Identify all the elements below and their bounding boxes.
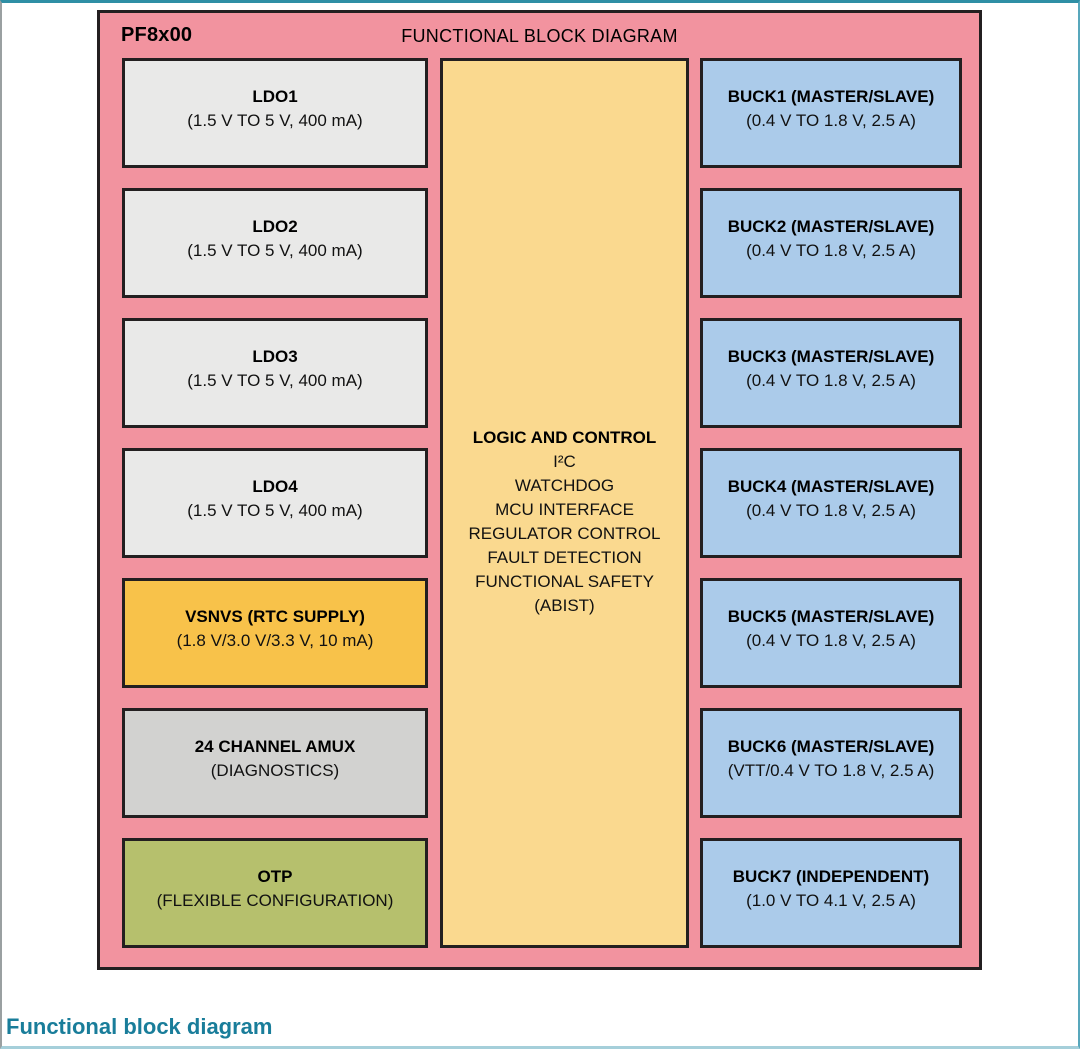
block-title: BUCK3 (MASTER/SLAVE) (727, 347, 935, 366)
block-subtitle: (0.4 V TO 1.8 V, 2.5 A) (746, 241, 916, 260)
block-subtitle: (VTT/0.4 V TO 1.8 V, 2.5 A) (727, 761, 935, 780)
logic-line: FAULT DETECTION (487, 548, 642, 567)
block-amux: 24 CHANNEL AMUX (DIAGNOSTICS) (122, 708, 428, 818)
right-column: BUCK1 (MASTER/SLAVE) (0.4 V TO 1.8 V, 2.… (700, 58, 962, 968)
block-buck1: BUCK1 (MASTER/SLAVE) (0.4 V TO 1.8 V, 2.… (700, 58, 962, 168)
block-subtitle: (1.5 V TO 5 V, 400 mA) (187, 241, 363, 260)
block-ldo4: LDO4 (1.5 V TO 5 V, 400 mA) (122, 448, 428, 558)
logic-line: FUNCTIONAL SAFETY (475, 572, 654, 591)
block-title: LDO2 (252, 217, 298, 236)
block-title: BUCK6 (MASTER/SLAVE) (727, 737, 935, 756)
block-logic-and-control: LOGIC AND CONTROL I²C WATCHDOG MCU INTER… (440, 58, 689, 948)
block-buck3: BUCK3 (MASTER/SLAVE) (0.4 V TO 1.8 V, 2.… (700, 318, 962, 428)
block-subtitle: (0.4 V TO 1.8 V, 2.5 A) (746, 631, 916, 650)
block-subtitle: (1.5 V TO 5 V, 400 mA) (187, 501, 363, 520)
logic-line: WATCHDOG (514, 476, 615, 495)
block-subtitle: (DIAGNOSTICS) (210, 761, 340, 780)
block-title: 24 CHANNEL AMUX (194, 737, 356, 756)
block-subtitle: (1.5 V TO 5 V, 400 mA) (187, 371, 363, 390)
block-title: BUCK7 (INDEPENDENT) (732, 867, 930, 886)
block-title: BUCK4 (MASTER/SLAVE) (727, 477, 935, 496)
diagram-title: FUNCTIONAL BLOCK DIAGRAM (401, 26, 678, 46)
block-buck7: BUCK7 (INDEPENDENT) (1.0 V TO 4.1 V, 2.5… (700, 838, 962, 948)
block-title: OTP (257, 867, 293, 886)
logic-line: (ABIST) (534, 596, 595, 615)
block-ldo3: LDO3 (1.5 V TO 5 V, 400 mA) (122, 318, 428, 428)
block-subtitle: (FLEXIBLE CONFIGURATION) (156, 891, 394, 910)
chip-label: PF8x00 (121, 24, 193, 46)
block-title: BUCK5 (MASTER/SLAVE) (727, 607, 935, 626)
block-subtitle: (0.4 V TO 1.8 V, 2.5 A) (746, 501, 916, 520)
functional-block-diagram-panel: PF8x00 FUNCTIONAL BLOCK DIAGRAM LDO1 (1.… (97, 10, 982, 970)
left-column: LDO1 (1.5 V TO 5 V, 400 mA) LDO2 (1.5 V … (122, 58, 428, 968)
logic-title: LOGIC AND CONTROL (472, 428, 657, 447)
logic-line: REGULATOR CONTROL (468, 524, 661, 543)
block-title: VSNVS (RTC SUPPLY) (185, 607, 365, 626)
block-subtitle: (1.0 V TO 4.1 V, 2.5 A) (746, 891, 916, 910)
logic-line: MCU INTERFACE (495, 500, 634, 519)
block-buck5: BUCK5 (MASTER/SLAVE) (0.4 V TO 1.8 V, 2.… (700, 578, 962, 688)
block-title: BUCK1 (MASTER/SLAVE) (727, 87, 935, 106)
block-title: LDO3 (252, 347, 298, 366)
figure-caption: Functional block diagram (6, 1014, 273, 1039)
block-ldo2: LDO2 (1.5 V TO 5 V, 400 mA) (122, 188, 428, 298)
block-otp: OTP (FLEXIBLE CONFIGURATION) (122, 838, 428, 948)
block-subtitle: (1.5 V TO 5 V, 400 mA) (187, 111, 363, 130)
block-title: LDO1 (252, 87, 298, 106)
block-title: BUCK2 (MASTER/SLAVE) (727, 217, 935, 236)
block-vsnvs: VSNVS (RTC SUPPLY) (1.8 V/3.0 V/3.3 V, 1… (122, 578, 428, 688)
block-buck2: BUCK2 (MASTER/SLAVE) (0.4 V TO 1.8 V, 2.… (700, 188, 962, 298)
block-subtitle: (0.4 V TO 1.8 V, 2.5 A) (746, 371, 916, 390)
block-title: LDO4 (252, 477, 298, 496)
block-buck6: BUCK6 (MASTER/SLAVE) (VTT/0.4 V TO 1.8 V… (700, 708, 962, 818)
block-subtitle: (1.8 V/3.0 V/3.3 V, 10 mA) (176, 631, 374, 650)
block-ldo1: LDO1 (1.5 V TO 5 V, 400 mA) (122, 58, 428, 168)
logic-line: I²C (553, 452, 576, 471)
block-buck4: BUCK4 (MASTER/SLAVE) (0.4 V TO 1.8 V, 2.… (700, 448, 962, 558)
block-subtitle: (0.4 V TO 1.8 V, 2.5 A) (746, 111, 916, 130)
